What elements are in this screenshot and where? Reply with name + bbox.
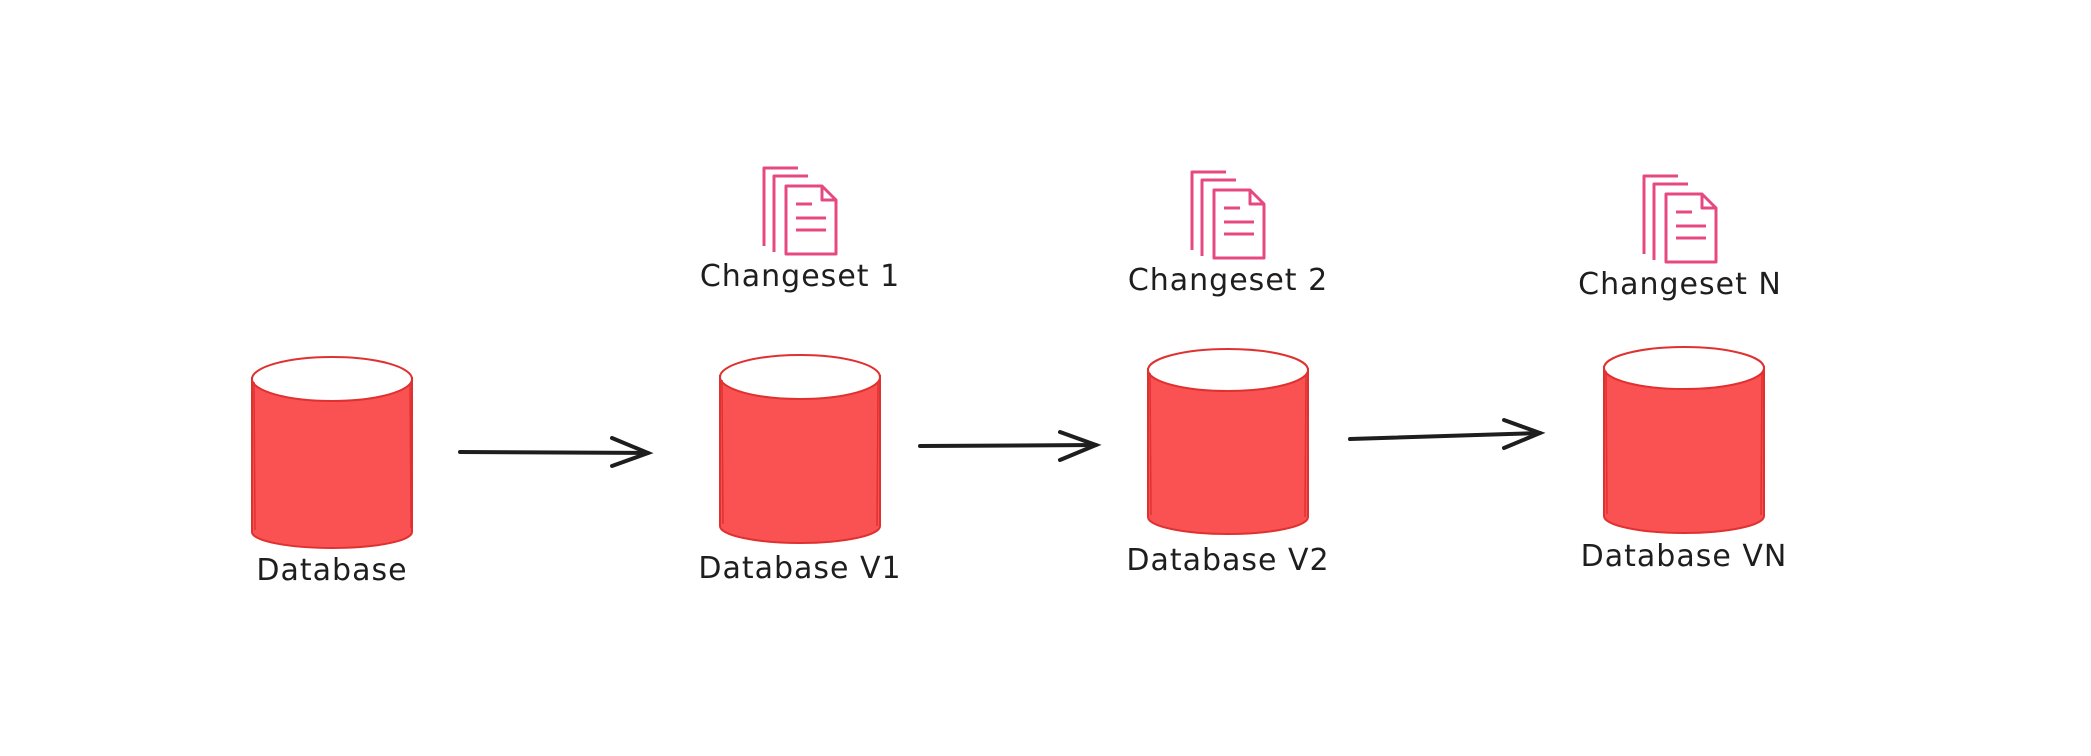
database-label-3: Database VN <box>1581 539 1788 574</box>
arrow-1 <box>918 430 1102 462</box>
changeset-label-2: Changeset N <box>1578 267 1782 302</box>
documents-icon <box>1642 174 1718 264</box>
database-cylinder-0[interactable] <box>251 356 413 549</box>
database-label-0: Database <box>256 553 407 588</box>
changeset-label-0: Changeset 1 <box>700 259 900 294</box>
arrow-2 <box>1348 418 1546 450</box>
database-cylinder-1[interactable] <box>719 354 881 544</box>
database-label-1: Database V1 <box>698 551 901 586</box>
database-cylinder-3[interactable] <box>1603 346 1765 534</box>
database-cylinder-2[interactable] <box>1147 348 1309 535</box>
arrow-0 <box>458 436 654 468</box>
changeset-label-1: Changeset 2 <box>1128 263 1328 298</box>
documents-icon <box>762 166 838 256</box>
documents-icon <box>1190 170 1266 260</box>
database-label-2: Database V2 <box>1126 543 1329 578</box>
